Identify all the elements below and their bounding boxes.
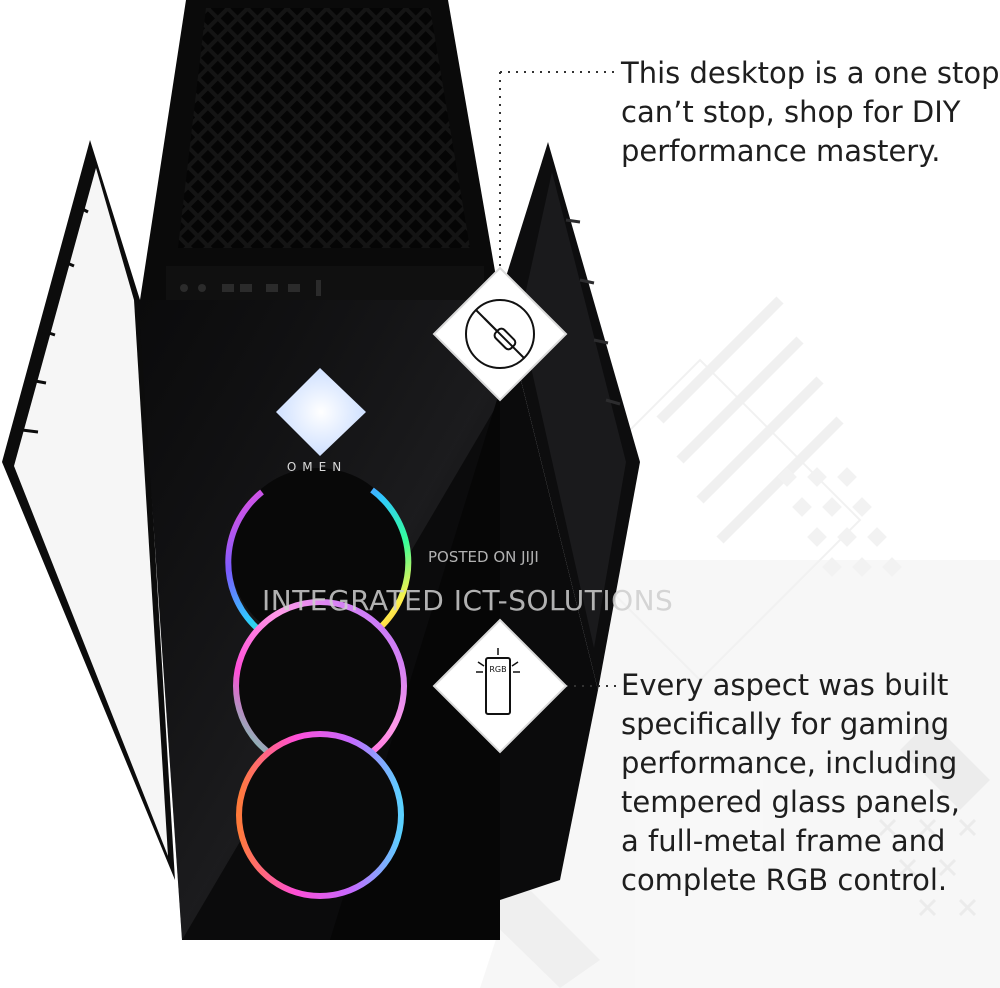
callout-gaming-performance: Every aspect was built specifically for … [621,666,960,900]
watermark-seller: INTEGRATED ICT-SOLUTIONS [262,584,674,617]
leader-lines [499,71,620,687]
brand-logo: OMEN [0,456,640,475]
rgb-badge [432,618,568,754]
callout-line: complete RGB control. [621,863,948,897]
left-side-panel [2,140,175,880]
callout-line: tempered glass panels, [621,785,960,819]
screwdriver-icon [465,299,535,369]
tool-free-badge [432,266,568,402]
fan-bottom [236,731,404,899]
callout-line: a full-metal frame and [621,824,946,858]
callout-line: specifically for gaming [621,707,950,741]
right-side-panel [500,142,640,900]
rgb-control-icon [485,657,511,715]
front-io-panel [166,266,484,300]
case-top-mesh [140,0,500,300]
callout-line: performance, including [621,746,958,780]
callout-line: can’t stop, shop for DIY [621,95,961,129]
rgb-icon-label: RGB [489,665,507,674]
brand-text: OMEN [286,460,348,474]
callout-line: Every aspect was built [621,668,949,702]
watermark-posted: POSTED ON JIJI [428,548,539,566]
logo-light-icon [276,368,366,456]
callout-line: performance mastery. [621,134,941,168]
callout-line: This desktop is a one stop, [621,56,1000,90]
callout-diy: This desktop is a one stop, can’t stop, … [621,54,1000,171]
background-pattern [480,296,1000,988]
